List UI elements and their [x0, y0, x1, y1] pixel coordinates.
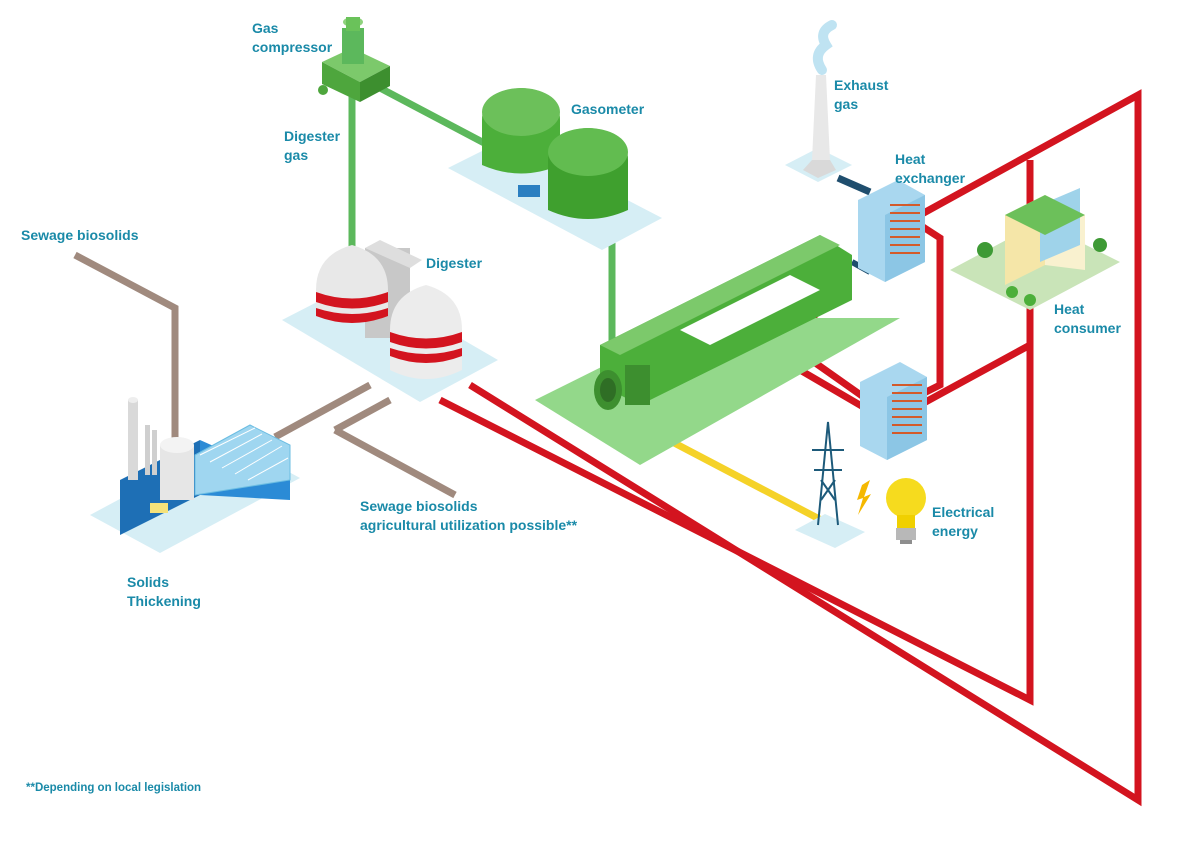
gas-compressor-icon	[318, 17, 390, 102]
thickening-plant-icon	[120, 397, 291, 535]
biosolids-pipes	[73, 251, 457, 499]
gas-pipes	[348, 84, 616, 345]
gas-engine-icon	[594, 235, 852, 410]
power-pylon-icon	[812, 421, 844, 526]
exhaust-pipe	[836, 174, 872, 196]
sewage-biosolids-label: Sewage biosolids	[21, 227, 139, 243]
lightning-icon	[857, 480, 871, 515]
light-bulb-icon	[886, 478, 926, 544]
gasometer-tank-icon	[482, 88, 628, 219]
gasometer-label: Gasometer	[571, 101, 645, 117]
pylon-platform	[795, 514, 865, 548]
exhaust-stack-icon	[803, 20, 837, 178]
digester-label: Digester	[426, 255, 483, 271]
digester-tank-icon	[316, 240, 462, 379]
heat-exchanger-icon	[858, 180, 927, 460]
building-icon	[977, 188, 1107, 306]
footnote: **Depending on local legislation	[26, 782, 202, 794]
